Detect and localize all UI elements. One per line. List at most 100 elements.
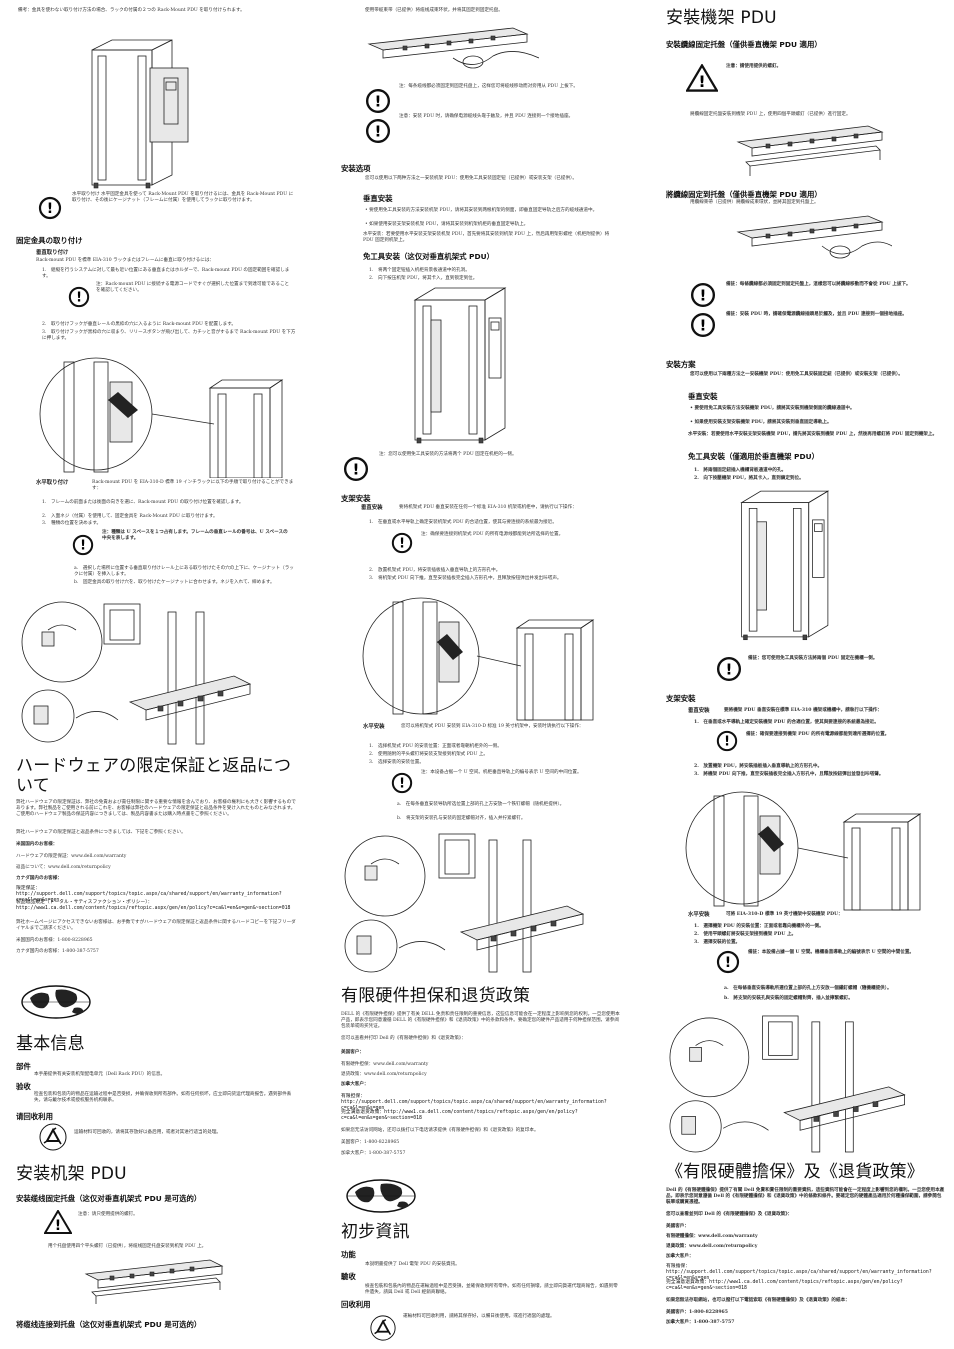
- rack-cabinet-figure: [91, 39, 189, 189]
- svg-text:!: !: [725, 955, 731, 971]
- tie-note-2: 注意：安装 PDU 时，请确保电源缆线头靠于触及，并且 PDU 连接到一个接地插…: [399, 114, 574, 119]
- svg-text:!: !: [700, 286, 707, 304]
- vertical-bullet-2: • 如果使用安裝支架安裝機架 PDU，請將其安裝到垂直固定導軌上。: [690, 420, 832, 425]
- cable-tray-title: 安装缆线固定托盘（这仅对垂直机架式 PDU 是可选的）: [16, 1194, 202, 1203]
- ca-return-link[interactable]: 製品返品規定（トータル・サティスファクション・ポリシー）：http://www1…: [16, 900, 291, 911]
- warranty-paragraph-1: Dell 的《有限硬體擔保》提供了有關 Dell 免責和責任限制的重要資訊，這些…: [666, 1188, 945, 1205]
- bracket-title: 支架安裝: [666, 694, 696, 703]
- caution-icon: !: [72, 534, 94, 556]
- basic-info-title-zht: 初步資訊: [341, 1222, 410, 1242]
- horizontal-caution-text: 水平取り付け 水平固定金具を使って Rack-Mount PDU を取り付けるに…: [72, 192, 294, 203]
- caution-icon: !: [365, 88, 391, 114]
- toolless-step-1: 1. 將兩個固定鈕插入機櫃背板通道中的孔。: [694, 468, 787, 473]
- bracket-step-2: 2. 放置机架式 PDU，将安装插板插入垂直导轨上的方形孔中。: [369, 568, 501, 573]
- globe-icon: [21, 985, 91, 1019]
- svg-text:!: !: [698, 72, 705, 91]
- horizontal-note: 注：種類は U スペースを１つ占有します。フレームの垂直レールの番号は、U スペ…: [102, 530, 288, 541]
- bracket-note-1: 備註：確保要連接到機架 PDU 的所有電源線都能到達所選擇的位置。: [746, 732, 890, 737]
- vertical-bullet-1: • 要使用免工具安裝方法安裝機架 PDU，請將其安裝到機架側面的纜線通道中。: [690, 406, 855, 411]
- caution-icon: !: [716, 730, 738, 752]
- vertical-step-1: 1. 組縦を行うシステムに対して最も近い位置にある垂直またはホルダーで、Rack…: [42, 268, 290, 279]
- horizontal-note: 備註：本設備占據一個 U 空間。機櫃垂直導軌上的編號表示 U 空間的中間位置。: [748, 950, 915, 955]
- us-return-link[interactable]: 退貨政策：www.dell.com/returnpolicy: [666, 1244, 758, 1249]
- svg-text:!: !: [47, 201, 53, 217]
- warranty-title-zht: 《有限硬體擔保》及《退貨政策》: [666, 1162, 924, 1182]
- caution-icon: !: [716, 656, 742, 682]
- us-customers-label: 美國客戶：: [666, 1224, 689, 1229]
- vertical-label: 垂直安装: [361, 505, 383, 511]
- us-return-link[interactable]: 返品について：www.dell.com/returnpolicy: [16, 865, 111, 870]
- svg-text:!: !: [80, 539, 86, 554]
- ca-return-link[interactable]: 完全滿意退貨政策：http://www1.ca.dell.com/content…: [666, 1280, 903, 1291]
- horizontal-mount-figure: [21, 601, 252, 745]
- ca-contact-text: 弊社ホームページにアクセスできないお客様は、お手数ですがハードウェアの限定保証と…: [16, 920, 296, 931]
- ca-warranty-link[interactable]: 限定保証：http://support.dell.com/support/top…: [16, 886, 282, 903]
- recycle-label: 请回收利用: [16, 1112, 53, 1121]
- ca-phone: 加拿大客户：1-800-387-5757: [341, 1151, 406, 1156]
- horizontal-title: 水平取り付け: [36, 480, 69, 486]
- vertical-bullet-1: • 要使用免工具安装的方法安装机架 PDU，请将其安装到两根机架的侧面，即垂直固…: [365, 208, 598, 213]
- horizontal-label: 水平安装: [363, 724, 385, 730]
- horizontal-step-2: 2. 使用平頭螺釘將安裝支架接到機架 PDU 上。: [694, 932, 797, 937]
- toolless-step-2: 2. 向下按压机架 PDU，将其卡入，直到锁定到位。: [369, 276, 478, 281]
- ca-customers-label: 加拿大客戶：: [666, 1254, 694, 1259]
- ca-warranty-link[interactable]: 有限擔保：http://support.dell.com/support/top…: [666, 1264, 932, 1281]
- column-simplified-chinese: 使用带缆束带（已提供）将缆线成束环状，并将其固定到固定托盘。 ! 注：每条缆线都…: [335, 0, 625, 1349]
- recycle-label: 回收利用: [341, 1300, 371, 1309]
- horizontal-step-3: 3. 选择安装的安装位置。: [369, 760, 424, 765]
- column-traditional-chinese: 安裝機架 PDU 安裝纜線固定托盤（僅供垂直機架 PDU 適用） ! 注意：請使…: [660, 0, 946, 1349]
- horizontal-sub-a: a. 在每条垂直安装导轨所选位置上部的孔上方安放一个铁钉螺帽（随机柜提供）。: [397, 802, 565, 807]
- us-warranty-link[interactable]: 有限硬件担保：www.dell.com/warranty: [341, 1062, 429, 1067]
- caution-icon: !: [38, 196, 62, 220]
- vertical-title: 垂直安装: [363, 194, 393, 203]
- horizontal-sub-a: a. 選択した場所に位置する垂直取り付けレール上にある取り付けたその穴の上下に、…: [74, 566, 294, 577]
- ca-contact-text: 如果您无法访问网站，还可以拨打以下电话请求提供《有限硬件担保》和《退货政策》的复…: [341, 1128, 539, 1133]
- us-warranty-link[interactable]: ハードウェアの限定保証：www.dell.com/warranty: [16, 854, 127, 859]
- warranty-paragraph-1: 弊社ハードウェアの限定保証は、弊社の免責および責任制限に関する重要な情報を含んで…: [16, 800, 296, 817]
- horizontal-step-2: 2. 使用随附的平头螺钉将安装支架接到机架式 PDU 上。: [369, 752, 489, 757]
- vertical-mount-figure: [39, 357, 284, 478]
- us-phone: 米国国内のお客様：1-800-8228965: [16, 938, 93, 943]
- horizontal-label: 水平安裝: [688, 912, 710, 918]
- recycle-text: 运输材料可回收的，请将其存放好以备后用，或者对其进行适当的处理。: [74, 1130, 222, 1135]
- bracket-step-1: 1. 在垂直或水平导轨上确定安装机架式 PDU 的合适位置，使其与要连接的系统最…: [369, 520, 557, 525]
- acceptance-text: 檢查包裝和包裝內的物品在運輸過程中是否受損，並確保收到所有零件。如有任何損壞，請…: [365, 1284, 618, 1295]
- caution-icon: !: [391, 772, 413, 794]
- parts-text: 本手册提供有关安装机架配电单元（Dell Rack PDU）的信息。: [34, 1072, 166, 1077]
- svg-text:!: !: [375, 122, 382, 140]
- vertical-step-3: 3. 取り付けフックが黒枠の穴に収まり、リリースボタンが飛び出して、カチッと音が…: [42, 330, 296, 341]
- ca-phone: カナダ国内のお客様：1-800-387-5757: [16, 949, 99, 954]
- caution-icon: !: [391, 532, 413, 554]
- bracket-step-2: 2. 放置機架 PDU，將安裝插板插入垂直導軌上的方形孔中。: [694, 764, 823, 769]
- options-title: 安裝方案: [666, 360, 696, 369]
- recycle-icon: [39, 1123, 67, 1151]
- svg-text:!: !: [375, 92, 382, 110]
- acceptance-text: 检查包装和包装内的物品在运输过程中是否受损，并确保收到所有部件。如有任何损坏，应…: [34, 1092, 292, 1103]
- toolless-step-2: 2. 向下按壓機架 PDU，將其卡入，直到鎖定到位。: [694, 476, 804, 481]
- func-label: 功能: [341, 1250, 356, 1259]
- us-warranty-link[interactable]: 有限硬體擔保：www.dell.com/warranty: [666, 1234, 758, 1239]
- vertical-desc: 要将机架式 PDU 垂直安装在任何一个标准 EIA-310 机架或机柜中，请执行…: [399, 505, 577, 510]
- parts-label: 部件: [16, 1062, 31, 1071]
- tray-title: 安裝纜線固定托盤（僅供垂直機架 PDU 適用）: [666, 40, 822, 49]
- warranty-paragraph-1: DELL 的《有限硬件担保》提供了有关 DELL 免责和责任限制的重要信息，这些…: [341, 1012, 620, 1029]
- intro-note: 備考：金具を使わない取り付け方法の場合、ラックの付属の２つの Rack-Moun…: [18, 8, 245, 13]
- basic-info-title-zh: 基本信息: [16, 1034, 85, 1054]
- horizontal-sub-b: b. 将支架的安装孔与安装的固定螺帽对齐，插入并拧紧螺钉。: [397, 816, 526, 821]
- warranty-paragraph-2: 弊社ハードウェアの限定保証と返品条件につきましては、下記をご参照ください。: [16, 830, 186, 835]
- ca-warranty-link[interactable]: 有限担保：http://support.dell.com/support/top…: [341, 1094, 607, 1111]
- cable-tie-figure: [367, 27, 539, 69]
- vertical-title: 垂直安裝: [688, 392, 718, 401]
- tie-note-1: 注：每条缆线都必须固定到固定托盘上，这样您可将缆线移动而对旁用从 PDU 上拔下…: [399, 84, 578, 89]
- acceptance-label: 驗收: [341, 1272, 356, 1281]
- toolless-figure: [740, 490, 830, 641]
- horizontal-step-3: 3. 種類の位置を決めます。: [42, 521, 102, 526]
- us-return-link[interactable]: 退货政策：www.dell.com/returnpolicy: [341, 1072, 427, 1077]
- caution-icon: !: [716, 950, 740, 974]
- horizontal-desc: Rack-mount PDU を EIA-310-D 標準 19 インチラックに…: [92, 480, 294, 491]
- bracket-note-1: 注：确保要连接到机架式 PDU 的所有电源线都能到达所选择的位置。: [421, 532, 564, 537]
- warranty-title-zh: 有限硬件担保和退货政策: [341, 986, 531, 1006]
- bracket-step-3: 3. 將機架 PDU 向下推，直至安裝插板完全插入方形孔中，且釋放按鈕彈出並發出…: [694, 772, 884, 777]
- cable-connect-title: 将缆线连接到托盘（这仅对垂直机架式 PDU 是可选的）: [16, 1320, 202, 1329]
- ca-return-link[interactable]: 完全满意退货政策：http://www1.ca.dell.com/content…: [341, 1110, 578, 1121]
